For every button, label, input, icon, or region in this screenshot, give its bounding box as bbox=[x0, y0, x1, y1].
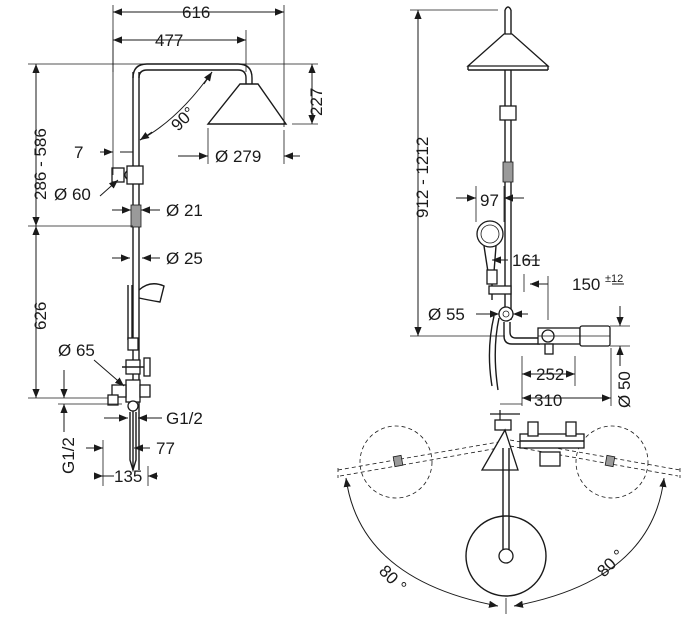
dim-21-label: Ø 21 bbox=[166, 201, 203, 220]
plan-spout bbox=[539, 451, 561, 467]
thermostat-body bbox=[125, 379, 141, 403]
diverter-connector bbox=[498, 306, 514, 322]
dim-161-label: 161 bbox=[512, 251, 540, 270]
dim-626-label: 626 bbox=[31, 302, 50, 330]
wall-bracket-upper bbox=[126, 165, 144, 185]
thermostat-spout bbox=[544, 343, 554, 355]
spout bbox=[129, 412, 137, 473]
hand-shower-holder bbox=[138, 283, 165, 303]
height-adjust-sleeve bbox=[130, 204, 142, 228]
dim-912-1212-label: 912 - 1212 bbox=[413, 137, 432, 218]
dim-150-label: 150 bbox=[572, 275, 600, 294]
side-head-shower-cone bbox=[466, 33, 550, 67]
dim-25-label: Ø 25 bbox=[166, 249, 203, 268]
angle-80-right-label: 80 ° bbox=[593, 546, 628, 581]
side-bracket-upper bbox=[499, 105, 517, 121]
dim-97-label: 97 bbox=[480, 191, 499, 210]
dim-279-label: Ø 279 bbox=[215, 147, 261, 166]
dim-286-586-label: 286 - 586 bbox=[31, 128, 50, 200]
dim-60-label: Ø 60 bbox=[54, 185, 91, 204]
head-shower-cone bbox=[206, 83, 288, 125]
dim-252-label: 252 bbox=[536, 365, 564, 384]
dim-55-label: Ø 55 bbox=[428, 305, 465, 324]
shower-arm-inner bbox=[138, 69, 247, 79]
mixer-handle bbox=[143, 357, 151, 377]
dim-g12-right-label: G1/2 bbox=[166, 409, 203, 428]
angle-80-left-label: 80 ° bbox=[375, 561, 410, 596]
shower-hose bbox=[488, 315, 495, 387]
front-view: 616 477 227 286 - 586 626 G1/2 90° 7 Ø 2… bbox=[28, 3, 326, 486]
dim-227-label: 227 bbox=[307, 88, 326, 116]
dim-g12-left-label: G1/2 bbox=[59, 437, 78, 474]
side-height-sleeve bbox=[502, 161, 514, 183]
side-view: 912 - 1212 97 161 150 ±12 Ø 55 Ø 50 252 … bbox=[410, 6, 634, 410]
plan-view: 80 ° 80 ° bbox=[337, 410, 681, 614]
dim-77-label: 77 bbox=[156, 439, 175, 458]
dim-50-label: Ø 50 bbox=[615, 371, 634, 408]
dim-477-label: 477 bbox=[155, 31, 183, 50]
dim-7-label: 7 bbox=[74, 143, 83, 162]
dim-135-label: 135 bbox=[114, 467, 142, 486]
angle-90-label: 90° bbox=[167, 103, 199, 135]
dim-65-label: Ø 65 bbox=[58, 341, 95, 360]
holder-knob bbox=[111, 167, 125, 183]
dim-150-tolerance: ±12 bbox=[605, 273, 623, 285]
dim-616-label: 616 bbox=[182, 3, 210, 22]
hand-shower-handle bbox=[483, 245, 497, 273]
shower-arm-outer bbox=[132, 63, 253, 79]
dim-310-label: 310 bbox=[534, 391, 562, 410]
